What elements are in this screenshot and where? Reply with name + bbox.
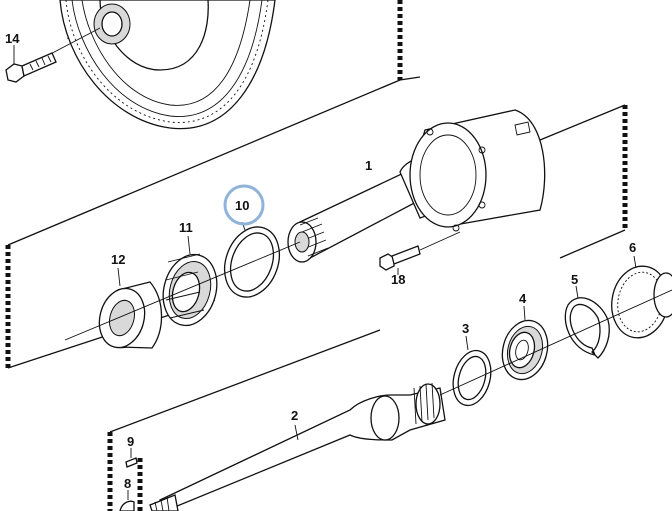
callout-label-9: 9 [127,434,134,449]
callout-label-2: 2 [291,408,298,423]
callout-label-14: 14 [5,31,20,46]
pin-9 [125,448,138,468]
callout-label-10: 10 [235,198,249,213]
callout-label-12: 12 [111,252,125,267]
main-shaft-2 [149,382,446,511]
ball-bearing-4 [501,305,549,381]
snap-ring-5 [564,285,610,359]
callout-label-6: 6 [629,240,636,255]
callout-label-1: 1 [365,158,372,173]
callout-label-3: 3 [462,321,469,336]
bottom-axis-line [439,289,672,396]
top-frame [67,0,403,80]
callout-label-8: 8 [124,476,131,491]
part-8 [119,490,135,511]
middle-axis-line [64,241,301,341]
callout-label-5: 5 [571,272,578,287]
flywheel-ring-gear [19,0,276,130]
drive-shaft-assembly-1 [287,109,546,263]
gear-6 [611,255,672,339]
callout-label-18: 18 [391,272,405,287]
shim-ring-3 [452,335,492,407]
bottom-frame [107,329,381,511]
bolt-14 [5,45,57,83]
callout-label-11: 11 [179,220,193,235]
bolt-18 [379,231,461,275]
needle-bearing-11 [162,235,218,327]
sleeve-12 [98,267,163,349]
callout-label-4: 4 [519,291,527,306]
callout-10-highlight-circle [223,184,265,226]
